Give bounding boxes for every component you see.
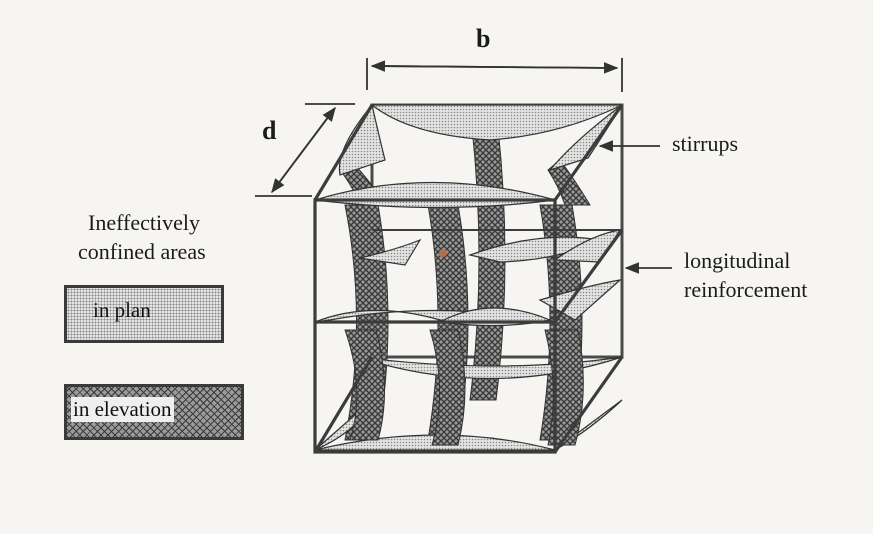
dimension-d-label: d (262, 116, 277, 145)
legend-title-line1: Ineffectively (88, 210, 200, 235)
dimension-d-line (255, 103, 355, 197)
legend-title-line2: confined areas (78, 239, 206, 264)
legend-elevation-swatch: in elevation (64, 384, 244, 440)
dimension-b-label: b (476, 24, 491, 53)
legend-elevation-label: in elevation (71, 397, 174, 422)
longitudinal-label-line2: reinforcement (684, 277, 808, 302)
dimension-b-line (366, 58, 623, 92)
center-mark (439, 249, 447, 257)
longitudinal-label-line1: longitudinal (684, 248, 791, 273)
legend-plan-swatch: in plan (64, 285, 224, 343)
legend-plan-label: in plan (93, 298, 151, 322)
cube-frame (313, 104, 624, 454)
stirrups-label: stirrups (672, 131, 738, 156)
